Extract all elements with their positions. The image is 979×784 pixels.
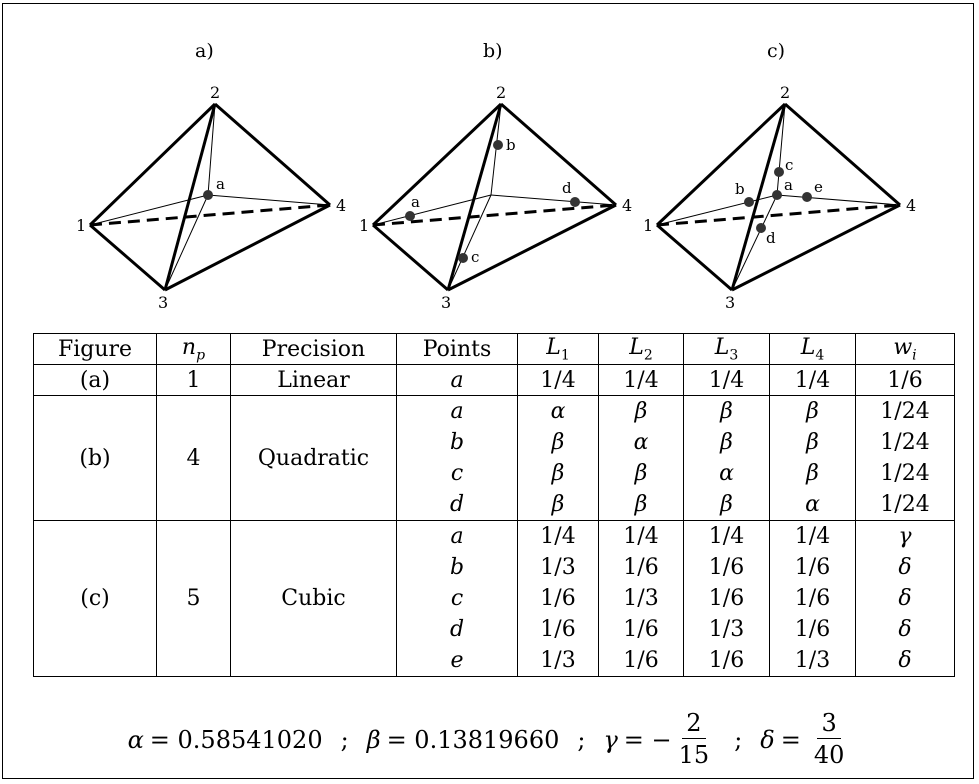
point-label-b: b xyxy=(735,180,745,198)
header-wi: wi xyxy=(855,333,955,365)
cell-points: a xyxy=(396,364,518,396)
quadrature-table: Figure np Precision Points L1 L2 L3 L4 w… xyxy=(33,333,955,677)
cell-figure: (c) xyxy=(33,520,157,677)
alpha-value: = 0.58541020 xyxy=(149,725,323,754)
vertex-label-3: 3 xyxy=(725,293,735,312)
vertex-label-1: 1 xyxy=(643,216,653,235)
header-l3: L3 xyxy=(683,333,770,365)
alpha-symbol: α xyxy=(127,725,144,754)
gamma-fraction: 2 15 xyxy=(678,709,710,769)
vertex-label-4: 4 xyxy=(906,196,916,215)
cell-np: 4 xyxy=(156,395,231,521)
cell-l3: 1/4 xyxy=(683,364,770,396)
header-l1: L1 xyxy=(517,333,599,365)
cell-np: 1 xyxy=(156,364,231,396)
point-a xyxy=(772,190,782,200)
panel-label-b: b) xyxy=(483,40,503,62)
separator: ; xyxy=(734,725,743,754)
vertex-label-2: 2 xyxy=(496,83,506,102)
vertex-label-1: 1 xyxy=(359,216,369,235)
point-a xyxy=(203,190,213,200)
vertex-label-4: 4 xyxy=(622,196,632,215)
tetrahedron-b: a b c d 1 2 3 4 xyxy=(359,83,632,312)
point-label-d: d xyxy=(766,229,776,247)
table-header-row: Figure np Precision Points L1 L2 L3 L4 w… xyxy=(33,333,955,365)
figure-frame xyxy=(2,3,974,779)
header-figure: Figure xyxy=(33,333,157,365)
cell-np: 5 xyxy=(156,520,231,677)
point-label-a: a xyxy=(216,175,225,193)
beta-symbol: β xyxy=(366,725,381,754)
cell-w: 1/6 xyxy=(855,364,955,396)
point-b xyxy=(493,140,503,150)
point-c xyxy=(774,167,784,177)
vertex-label-3: 3 xyxy=(158,293,168,312)
header-np: np xyxy=(156,333,231,365)
cell-l4: 1/4 xyxy=(769,364,856,396)
point-label-d: d xyxy=(562,179,572,197)
point-c xyxy=(458,253,468,263)
tetrahedron-a: a 1 2 3 4 xyxy=(76,83,346,312)
constants-caption: α = 0.58541020 ; β = 0.13819660 ; γ = − … xyxy=(0,708,979,771)
gamma-equals: = − xyxy=(623,725,672,754)
header-l4: L4 xyxy=(769,333,856,365)
point-label-e: e xyxy=(814,178,823,196)
cell-figure: (a) xyxy=(33,364,157,396)
separator: ; xyxy=(340,725,349,754)
panel-label-c: c) xyxy=(767,40,786,62)
vertex-label-2: 2 xyxy=(210,83,220,102)
point-label-a: a xyxy=(784,176,793,194)
panel-label-a: a) xyxy=(195,40,214,62)
point-label-c: c xyxy=(471,248,479,266)
point-label-b: b xyxy=(506,136,516,154)
gamma-symbol: γ xyxy=(603,725,618,754)
vertex-label-4: 4 xyxy=(336,196,346,215)
vertex-label-2: 2 xyxy=(780,83,790,102)
vertex-label-3: 3 xyxy=(441,293,451,312)
cell-l1: 1/4 xyxy=(517,364,599,396)
cell-precision: Quadratic xyxy=(230,395,397,521)
point-b xyxy=(744,197,754,207)
point-e xyxy=(802,192,812,202)
tetrahedron-c: a b c d e 1 2 3 4 xyxy=(643,83,916,312)
delta-symbol: δ xyxy=(760,725,775,754)
cell-figure: (b) xyxy=(33,395,157,521)
header-precision: Precision xyxy=(230,333,397,365)
table-row-a: (a) 1 Linear a 1/4 1/4 1/4 1/4 1/6 xyxy=(33,364,955,396)
point-d xyxy=(756,223,766,233)
header-points: Points xyxy=(396,333,518,365)
delta-equals: = xyxy=(780,725,801,754)
cell-precision: Linear xyxy=(230,364,397,396)
point-d xyxy=(570,197,580,207)
vertex-label-1: 1 xyxy=(76,216,86,235)
cell-l2: 1/4 xyxy=(598,364,684,396)
cell-precision: Cubic xyxy=(230,520,397,677)
beta-value: = 0.13819660 xyxy=(386,725,560,754)
separator: ; xyxy=(577,725,586,754)
point-label-c: c xyxy=(785,156,793,174)
header-l2: L2 xyxy=(598,333,684,365)
point-label-a: a xyxy=(411,193,420,211)
point-a xyxy=(405,211,415,221)
delta-fraction: 3 40 xyxy=(813,709,845,769)
